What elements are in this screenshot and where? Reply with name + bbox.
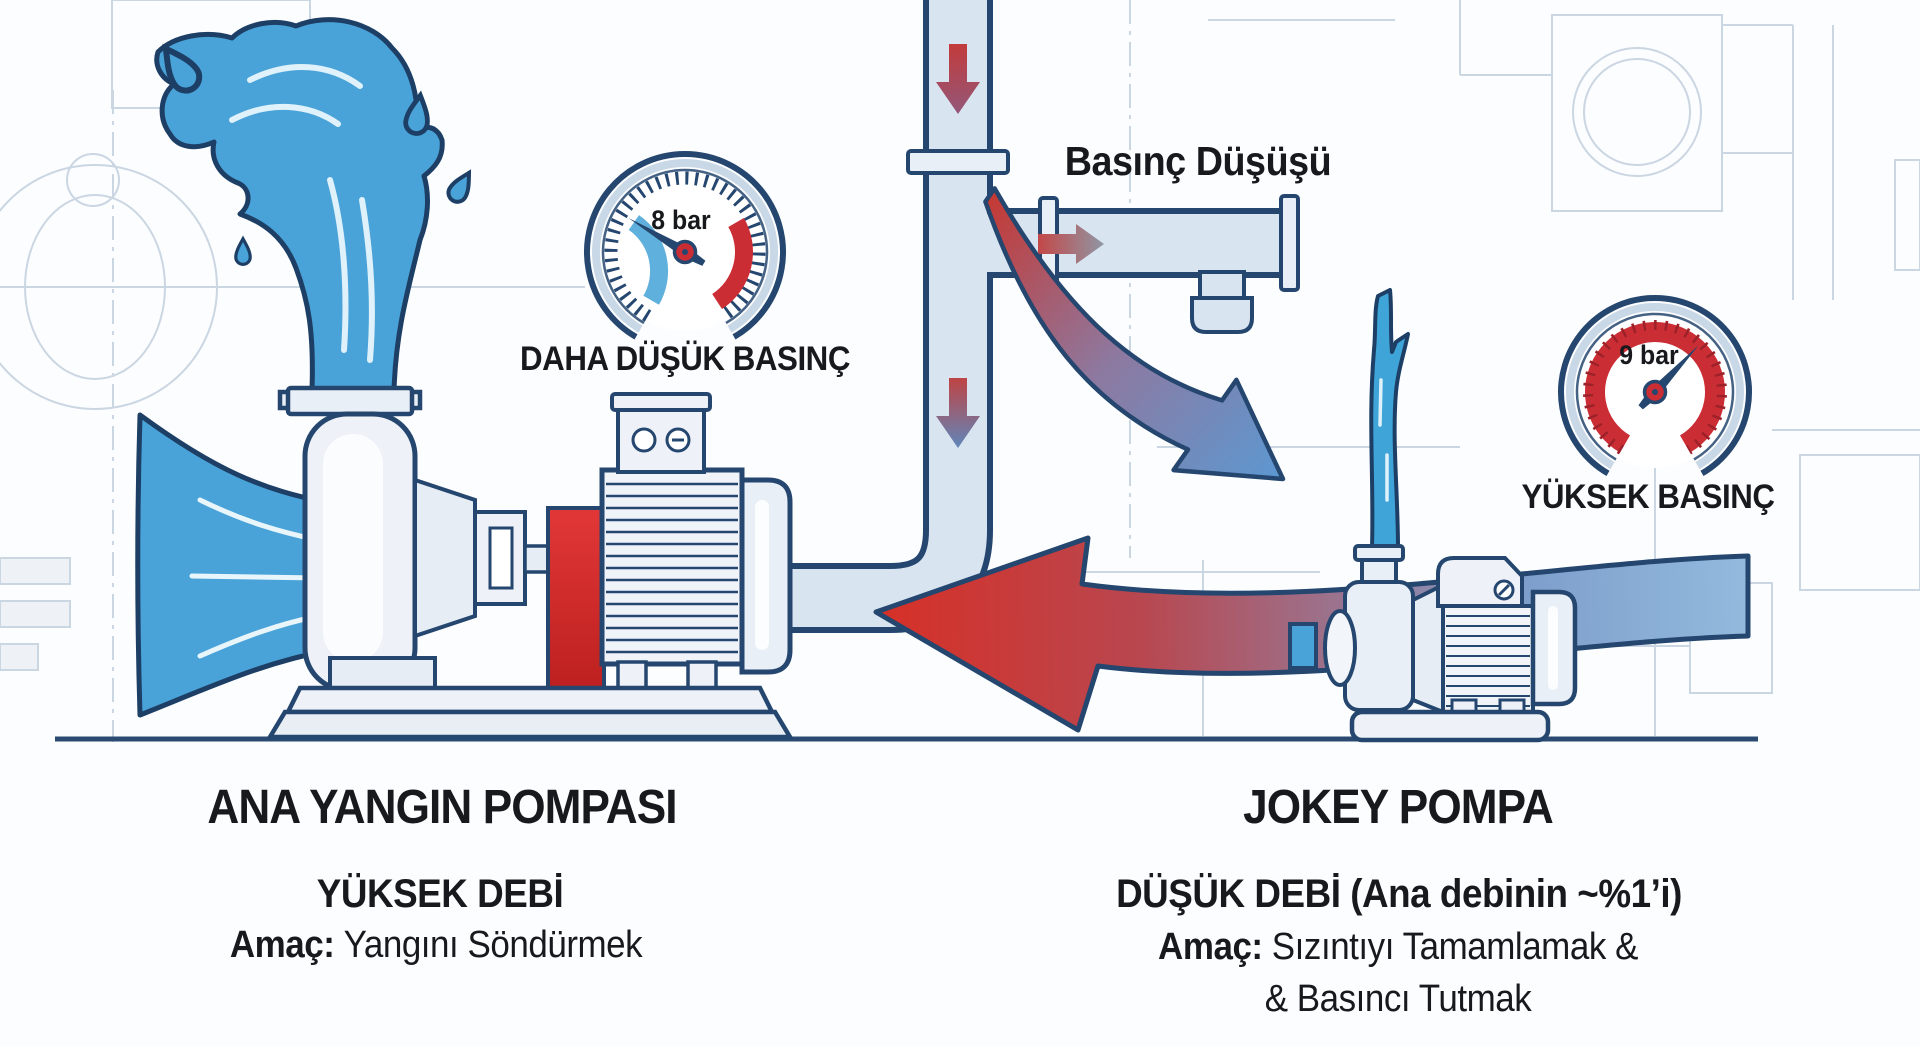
jockey-pump-purpose-line2: & Basıncı Tutmak <box>1264 978 1532 1020</box>
blueprint-background <box>0 0 1920 742</box>
pressure-gauge-high <box>1558 295 1752 476</box>
water-splash <box>155 17 479 417</box>
purpose-text: Yangını Söndürmek <box>343 924 643 966</box>
terminal-box <box>616 404 706 474</box>
pump-base <box>284 685 776 715</box>
gauge-high-label: YÜKSEK BASINÇ <box>1521 478 1775 516</box>
motor <box>599 392 793 690</box>
purpose-text: Sızıntıyı Tamamlamak & <box>1271 926 1639 968</box>
gauge-high-value: 9 bar <box>1619 340 1679 370</box>
inlet-horn <box>135 412 333 718</box>
pressure-gauge-low <box>584 151 786 340</box>
main-pump-title: ANA YANGIN POMPASI <box>207 781 677 834</box>
jockey-base <box>1349 709 1551 743</box>
gauge-low-label: DAHA DÜŞÜK BASINÇ <box>520 340 850 378</box>
purpose-prefix: Amaç: <box>229 924 335 966</box>
jockey-pump-illustration <box>1288 288 1578 743</box>
pipe-network <box>768 0 1300 633</box>
jockey-motor <box>1436 556 1578 716</box>
purpose-prefix: Amaç: <box>1158 926 1263 968</box>
main-pump-purpose: Amaç:Yangını Söndürmek <box>229 924 643 967</box>
pressure-drop-arrow <box>983 186 1286 482</box>
main-pump-flow: YÜKSEK DEBİ <box>316 872 564 916</box>
water-jet <box>1369 288 1410 550</box>
pipe-section-label: Basınç Düşüşü <box>1064 138 1332 184</box>
jockey-pump-title: JOKEY POMPA <box>1243 781 1554 834</box>
pipe-flange <box>906 149 1010 175</box>
coupling-block <box>546 506 606 690</box>
suction-stub <box>1288 622 1318 670</box>
flow-arrow-right-icon <box>1038 224 1104 264</box>
jockey-pump-flow: DÜŞÜK DEBİ (Ana debinin ~%1’i) <box>1116 872 1682 916</box>
discharge-flange <box>277 385 423 417</box>
jockey-pump-purpose-line1: Amaç:Sızıntıyı Tamamlamak & <box>1158 926 1638 969</box>
outlet-fitting <box>1190 270 1254 334</box>
gauge-low-value: 8 bar <box>651 205 711 235</box>
pipe-flange <box>1279 194 1300 292</box>
main-pump-illustration <box>135 392 794 740</box>
flow-arrow-down-icon <box>936 44 980 448</box>
bearing-bracket <box>413 477 477 639</box>
